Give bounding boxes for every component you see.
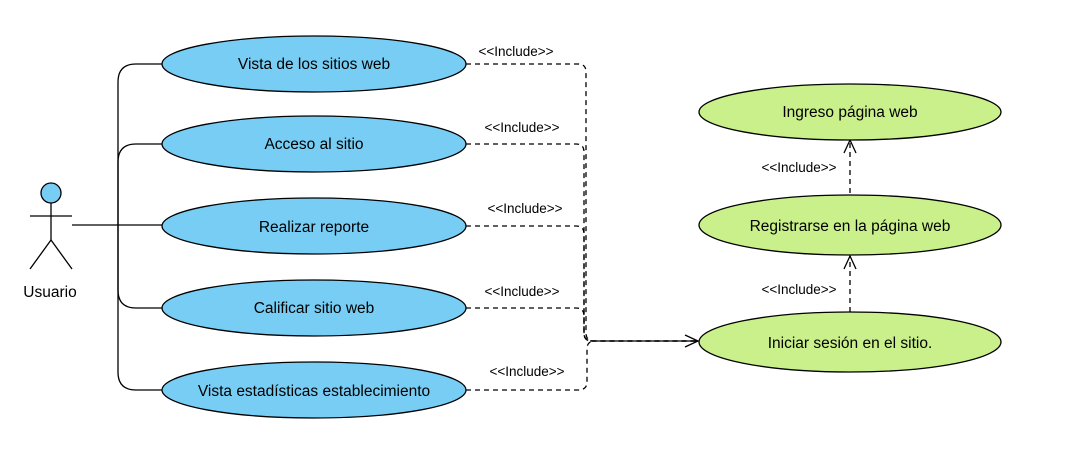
association-line [117,225,163,309]
include-connectors-left [466,63,700,391]
include-label: <<Include>> [484,120,559,135]
actor-label: Usuario [23,284,76,301]
include-label: <<Include>> [484,284,559,299]
association-line [117,63,163,225]
association-line [117,225,163,391]
include-label: <<Include>> [761,160,836,175]
use-case-registrarse[interactable]: Registrarse en la página web [698,194,1002,256]
stick-figure-icon [29,182,73,270]
association-line [117,143,163,225]
include-line [466,143,698,342]
use-case-label: Registrarse en la página web [750,218,951,235]
use-case-vista-sitios[interactable]: Vista de los sitios web [161,35,467,93]
use-case-ingreso-pagina[interactable]: Ingreso página web [698,83,1002,141]
use-case-label: Acceso al sitio [264,136,363,153]
use-case-acceso-sitio[interactable]: Acceso al sitio [161,115,467,173]
use-case-iniciar-sesion[interactable]: Iniciar sesión en el sitio. [698,311,1002,373]
include-label: <<Include>> [487,201,562,216]
use-case-label: Vista de los sitios web [238,56,390,73]
include-line [466,63,700,348]
actor-associations [72,63,163,391]
use-case-vista-estadisticas[interactable]: Vista estadísticas establecimiento [161,361,467,419]
actor-usuario: Usuario [23,182,77,301]
use-case-label: Vista estadísticas establecimiento [198,383,430,400]
include-line [466,307,698,342]
include-label: <<Include>> [489,364,564,379]
include-label: <<Include>> [478,44,553,59]
use-case-label: Realizar reporte [259,219,369,236]
include-label: <<Include>> [761,282,836,297]
use-case-label: Iniciar sesión en el sitio. [768,335,933,352]
use-case-label: Calificar sitio web [254,300,375,317]
use-case-realizar-reporte[interactable]: Realizar reporte [161,197,467,255]
include-line [466,225,698,342]
use-case-label: Ingreso página web [782,104,917,121]
use-case-calificar-sitio[interactable]: Calificar sitio web [161,279,467,337]
